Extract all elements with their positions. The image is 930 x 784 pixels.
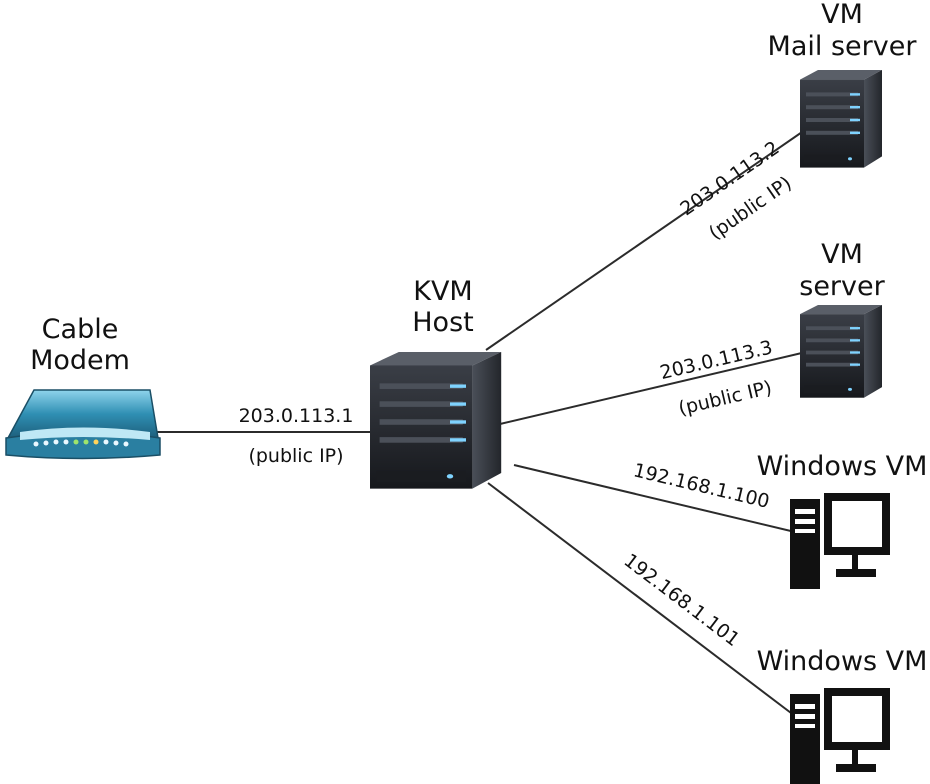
link-host-server — [499, 351, 807, 425]
mail-server-label-line2: Mail server — [768, 31, 918, 62]
windows-vm-2-label: Windows VM — [757, 646, 928, 677]
vm-server-label-line2: server — [799, 271, 885, 302]
kvm-host-label-line1: KVM — [413, 276, 472, 307]
kvm-host-label-line2: Host — [412, 307, 473, 338]
host-server-ip-label: 203.0.113.3 — [658, 336, 775, 384]
cable-modem-label-line2: Modem — [30, 345, 130, 376]
kvm-host-server-icon — [370, 352, 502, 489]
mail-server-label-line1: VM — [821, 0, 863, 30]
windows-vm-1-computer-icon — [790, 493, 890, 589]
windows-vm-1-label: Windows VM — [757, 451, 928, 482]
host-win2-ip-label: 192.168.1.101 — [620, 549, 744, 651]
cable-modem-icon — [5, 389, 161, 460]
windows-vm-2-computer-icon — [790, 688, 890, 784]
mail-server-icon — [800, 70, 882, 168]
vm-server-label-line1: VM — [821, 239, 863, 270]
vm-server-icon — [800, 305, 882, 398]
host-win1-ip-label: 192.168.1.100 — [631, 459, 771, 513]
host-server-note-label: (public IP) — [676, 377, 774, 420]
link-host-mail — [485, 129, 806, 351]
modem-host-ip-label: 203.0.113.1 — [239, 405, 354, 427]
link-host-win1 — [513, 464, 796, 533]
modem-host-note-label: (public IP) — [248, 445, 343, 467]
cable-modem-label-line1: Cable — [42, 314, 119, 345]
link-host-win2 — [487, 482, 796, 717]
